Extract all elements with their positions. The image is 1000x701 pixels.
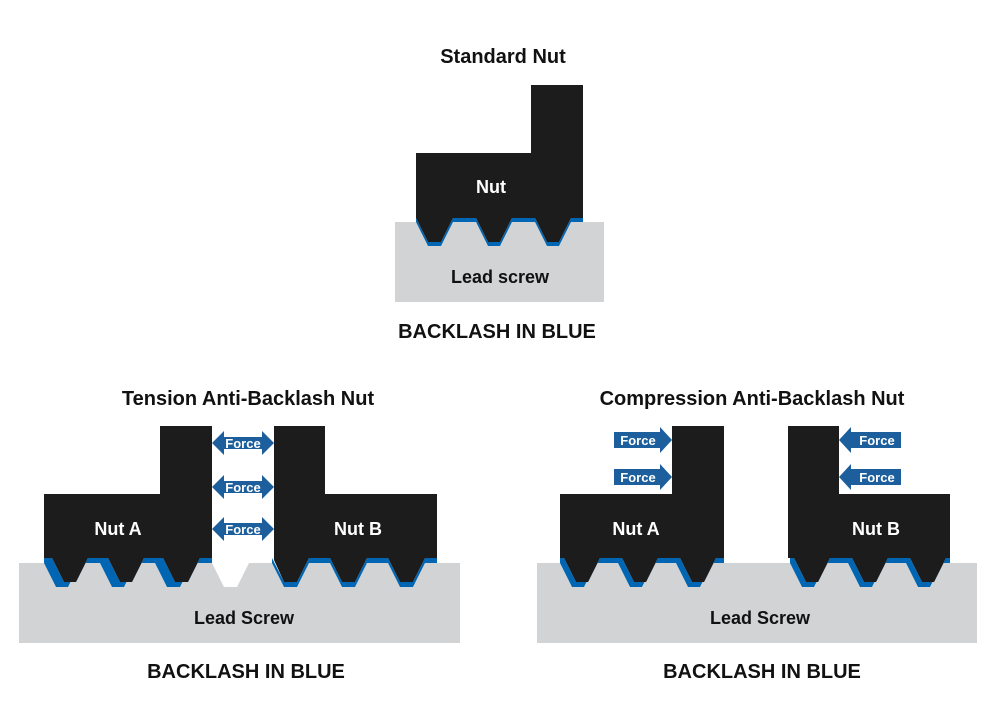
tension-screw-body xyxy=(19,563,460,643)
tension-title: Tension Anti-Backlash Nut xyxy=(122,388,375,410)
standard-nut-panel: Standard Nut Lead screw Nut BACKLASH IN … xyxy=(395,46,604,343)
tension-nut-a-backlash xyxy=(44,558,212,587)
compression-screw-label: Lead Screw xyxy=(710,608,811,628)
compression-nut-a-label: Nut A xyxy=(612,519,659,539)
tension-nut-a: Nut A xyxy=(44,426,212,587)
tension-nut-panel: Tension Anti-Backlash Nut Lead Screw Nut… xyxy=(19,388,460,683)
compression-lead-screw: Lead Screw xyxy=(537,563,977,643)
force-label: Force xyxy=(859,433,894,448)
compression-force-arrows-left: Force Force xyxy=(614,427,672,490)
tension-nut-b-body xyxy=(274,426,437,582)
force-arrow-double: Force xyxy=(212,475,274,499)
force-arrow-right: Force xyxy=(614,464,672,490)
compression-nut-b-label: Nut B xyxy=(852,519,900,539)
force-label: Force xyxy=(225,522,260,537)
compression-nut-a-body xyxy=(560,426,724,582)
tension-lead-screw: Lead Screw xyxy=(19,563,460,643)
force-arrow-left: Force xyxy=(839,464,901,490)
force-arrow-left: Force xyxy=(839,427,901,453)
force-label: Force xyxy=(225,436,260,451)
standard-screw-label: Lead screw xyxy=(451,267,550,287)
tension-nut-b-label: Nut B xyxy=(334,519,382,539)
standard-lead-screw: Lead screw xyxy=(395,222,604,302)
force-arrow-double: Force xyxy=(212,517,274,541)
force-label: Force xyxy=(225,480,260,495)
compression-screw-body xyxy=(537,563,977,643)
force-label: Force xyxy=(620,470,655,485)
standard-nut: Nut xyxy=(416,85,583,246)
compression-nut-a-backlash xyxy=(560,558,724,587)
compression-caption: BACKLASH IN BLUE xyxy=(663,661,861,683)
standard-nut-body xyxy=(416,85,583,242)
compression-nut-a: Nut A xyxy=(560,426,724,587)
tension-nut-b: Nut B xyxy=(272,426,437,587)
compression-nut-b: Nut B xyxy=(788,426,950,587)
compression-force-arrows-right: Force Force xyxy=(839,427,901,490)
tension-caption: BACKLASH IN BLUE xyxy=(147,661,345,683)
tension-force-arrows: Force Force Force xyxy=(212,431,274,541)
force-arrow-double: Force xyxy=(212,431,274,455)
force-label: Force xyxy=(620,433,655,448)
standard-screw-body xyxy=(395,222,604,302)
compression-nut-b-backlash xyxy=(790,558,950,587)
force-arrow-right: Force xyxy=(614,427,672,453)
tension-nut-a-body xyxy=(44,426,212,582)
tension-nut-b-backlash xyxy=(272,558,437,587)
standard-nut-label: Nut xyxy=(476,177,506,197)
tension-screw-label: Lead Screw xyxy=(194,608,295,628)
standard-title: Standard Nut xyxy=(440,46,566,68)
tension-nut-a-label: Nut A xyxy=(94,519,141,539)
force-label: Force xyxy=(859,470,894,485)
compression-nut-panel: Compression Anti-Backlash Nut Lead Screw… xyxy=(537,388,977,683)
standard-caption: BACKLASH IN BLUE xyxy=(398,321,596,343)
standard-backlash xyxy=(416,218,583,246)
compression-nut-b-body xyxy=(788,426,950,582)
compression-title: Compression Anti-Backlash Nut xyxy=(600,388,905,410)
